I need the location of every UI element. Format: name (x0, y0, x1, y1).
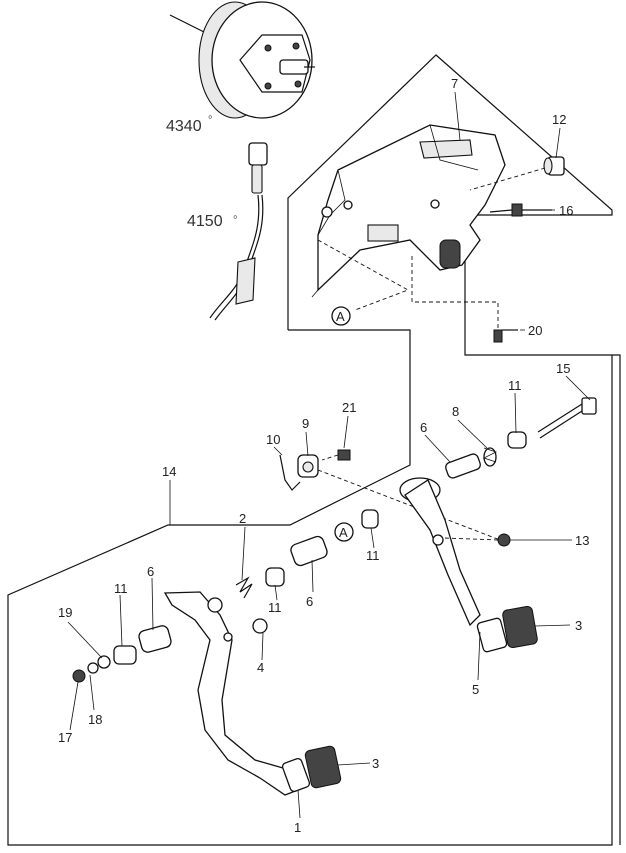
booster-ref-mark: ◦ (208, 109, 213, 124)
pedal-group-frame (612, 354, 621, 845)
part-label-11-upper: 11 (366, 548, 380, 563)
washer-18 (87, 662, 99, 674)
part-label-13: 13 (575, 533, 589, 548)
part-label-3-clutch: 3 (372, 756, 379, 771)
brake-booster (169, 1, 315, 119)
spring-clip-10 (279, 454, 301, 491)
cable-ref-mark: ◦ (233, 209, 238, 224)
guide-9-to-13 (317, 469, 501, 541)
nut-13 (444, 533, 511, 547)
bushing-11-right (507, 431, 527, 449)
bushing-11-left (113, 645, 137, 665)
bolt-12 (469, 156, 565, 191)
part-label-12: 12 (552, 112, 566, 127)
pad-3-brake (502, 605, 538, 649)
part-label-15: 15 (556, 361, 570, 376)
part-label-3-brake: 3 (575, 618, 582, 633)
pedal-bracket (311, 124, 506, 298)
part-label-4: 4 (257, 660, 264, 675)
section-a-upper-guide (317, 239, 410, 311)
part-label-8: 8 (452, 404, 459, 419)
part-label-14: 14 (162, 464, 176, 479)
part-label-10: 10 (266, 432, 280, 447)
bolt-15 (537, 397, 597, 439)
section-marker-upper: A (331, 306, 351, 326)
part-label-20: 20 (528, 323, 542, 338)
bushing-11-upper (361, 509, 379, 529)
nut-17 (72, 669, 86, 683)
clutch-pedal (163, 591, 311, 796)
brake-pedal (399, 477, 508, 653)
part-label-6-mid: 6 (306, 594, 313, 609)
washer-19 (97, 655, 111, 669)
part-label-7: 7 (451, 76, 458, 91)
pad-3-clutch (304, 745, 342, 789)
clutch-cable (209, 142, 268, 321)
booster-ref-label: 4340 (166, 118, 202, 135)
part-label-2: 2 (239, 511, 246, 526)
bolt-20 (411, 255, 518, 343)
nut-4 (252, 618, 268, 634)
part-label-6-left: 6 (147, 564, 154, 579)
cable-ref-label: 4150 (187, 213, 223, 230)
part-label-17: 17 (58, 730, 72, 745)
part-label-9: 9 (302, 416, 309, 431)
part-label-5: 5 (472, 682, 479, 697)
bolt-21 (321, 449, 351, 461)
svg-text:A: A (336, 309, 345, 324)
part-label-1: 1 (294, 820, 301, 835)
bracket-clip-9 (297, 454, 319, 478)
spring-2 (235, 576, 253, 599)
spring-8 (482, 447, 498, 467)
part-label-11-mid: 11 (268, 600, 282, 615)
bushing-11-mid (265, 567, 285, 587)
part-label-21: 21 (342, 400, 356, 415)
part-label-18: 18 (88, 712, 102, 727)
bracket-group-frame (7, 54, 613, 846)
part-label-11-right: 11 (508, 378, 522, 393)
leader-lines (67, 91, 591, 819)
bushing-6-right (445, 453, 481, 479)
svg-text:A: A (339, 525, 348, 540)
part-label-19: 19 (58, 605, 72, 620)
part-label-16: 16 (559, 203, 573, 218)
part-label-11-left: 11 (114, 581, 128, 596)
part-label-6-right: 6 (420, 420, 427, 435)
bushing-6-left (138, 625, 172, 653)
section-marker-lower: A (334, 522, 354, 542)
bushing-6-mid (290, 535, 328, 567)
